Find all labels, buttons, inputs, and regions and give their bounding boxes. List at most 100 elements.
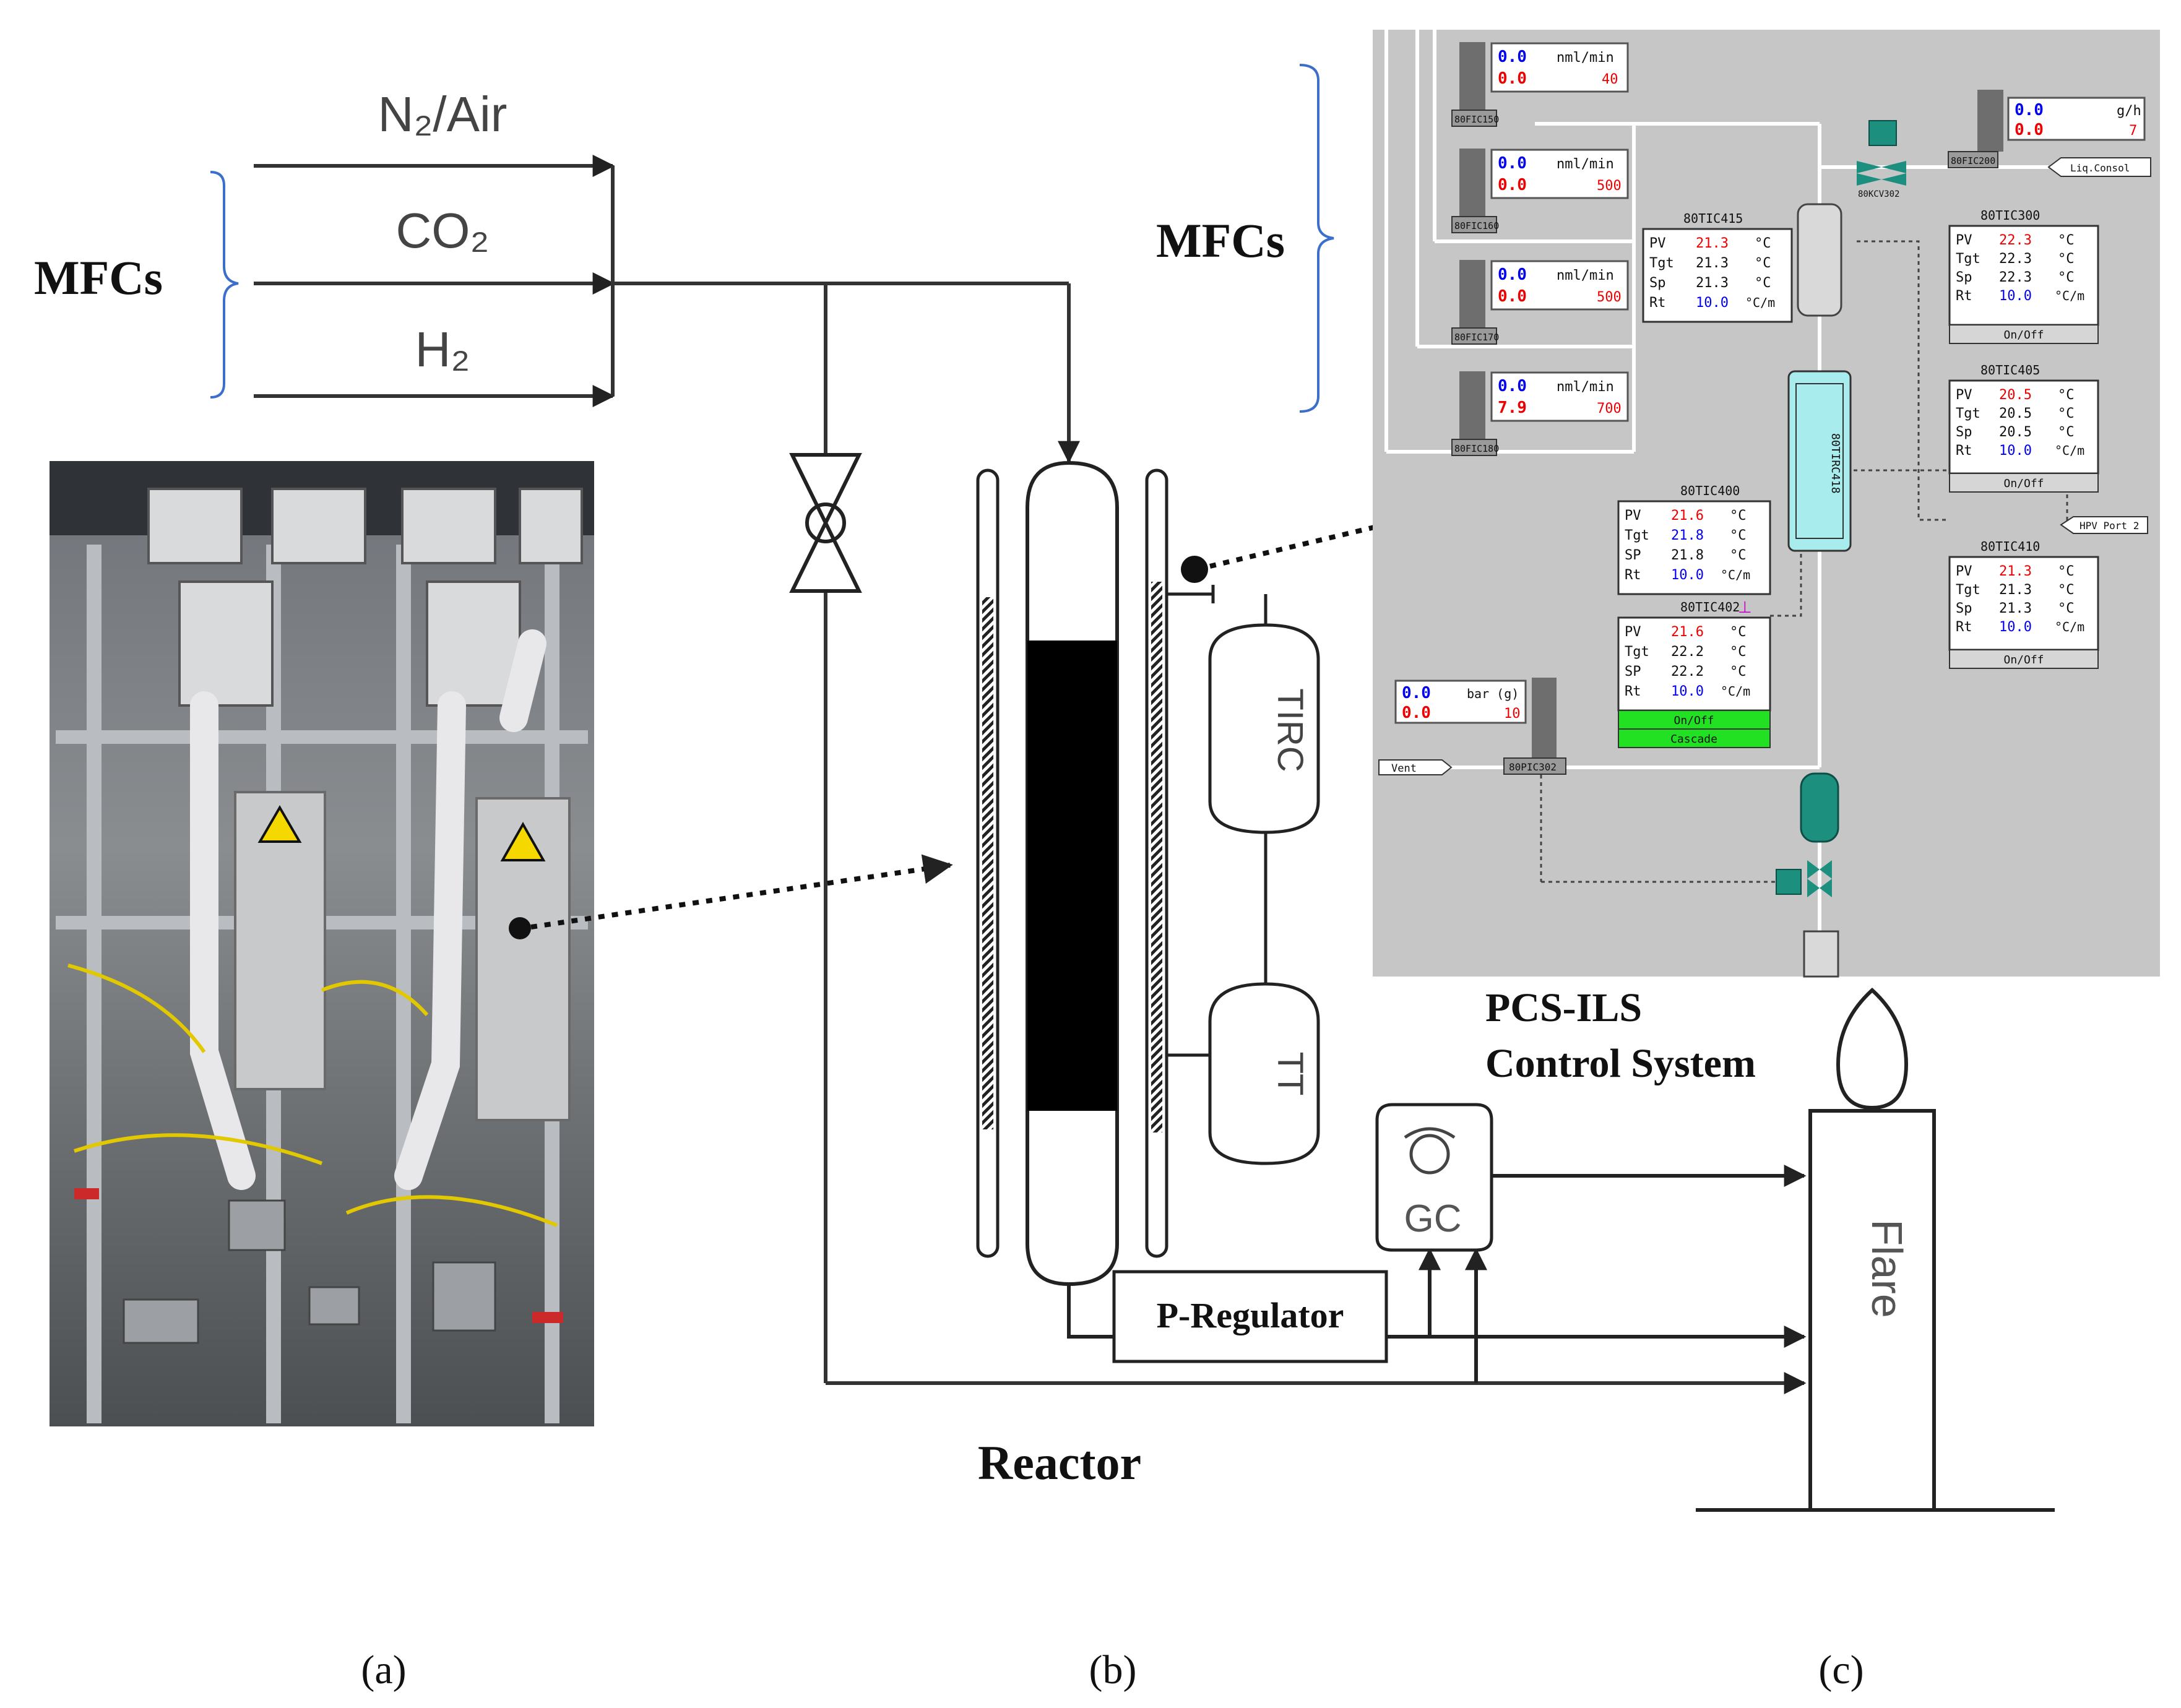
liquid-flow-controller[interactable]: 0.0 g/h 0.0 7 80FIC200 Liq.Consol [1948, 90, 2151, 177]
tic-410-rt-unit: °C/m [2055, 619, 2084, 634]
tic-300-rt-unit: °C/m [2055, 288, 2084, 303]
p-regulator-box [1112, 1270, 1388, 1363]
tic-400-name: 80TIC400 [1680, 483, 1740, 498]
tic-300-onoff-button[interactable] [1949, 324, 2099, 344]
flare-stack: Flare [1696, 987, 2055, 1512]
mfc-unit-4[interactable]: 0.0 nml/min 7.9 700 80FIC180 [1451, 371, 1629, 456]
mfc-2-range: 500 [1597, 178, 1622, 194]
valve-tag: 80KCV302 [1858, 189, 1899, 199]
mfc-3-tag: 80FIC170 [1454, 332, 1499, 343]
mfc-3-unit: nml/min [1557, 268, 1614, 283]
tic-402-marker: ⊥ [1738, 598, 1752, 616]
tic-410-sp-unit: °C [2058, 601, 2075, 616]
tic-402-cascade-button[interactable] [1618, 728, 1771, 748]
gas-feed-lines [254, 155, 1807, 1394]
gas-label-h2: H₂ [415, 322, 470, 377]
tic-410-pv-label: PV [1956, 564, 1972, 579]
mfc-1-sp: 0.0 [1498, 69, 1527, 88]
liquid-flow-pv: 0.0 [2015, 101, 2044, 119]
tic-415-name: 80TIC415 [1683, 211, 1743, 226]
preheater-vessel [1797, 203, 1842, 317]
control-system-title-2: Control System [1485, 1041, 1756, 1086]
tic-300-sp-label: Sp [1956, 270, 1972, 285]
tic-410-onoff-label: On/Off [2003, 653, 2044, 666]
vent-label: Vent [1391, 762, 1417, 775]
p-regulator-label: P-Regulator [1157, 1295, 1344, 1335]
pcs-ils-screen: 0.0 nml/min 0.0 40 80FIC150 0.0 nml/min … [1373, 30, 2160, 978]
tic-400[interactable]: 80TIC400 PV 21.6 °C Tgt 21.8 °C SP 21.8 … [1617, 483, 1771, 595]
tt-label: TT [1270, 1052, 1310, 1096]
tic-402-sp-label: SP [1625, 664, 1641, 679]
caption-a: (a) [361, 1647, 406, 1693]
pressure-range: 10 [1504, 706, 1521, 722]
mfc-1-range: 40 [1602, 72, 1618, 87]
tic-300-rt: 10.0 [1999, 288, 2032, 304]
tic-410-pv: 21.3 [1999, 564, 2032, 579]
tic-400-sp-unit: °C [1730, 548, 1747, 563]
tic-405[interactable]: 80TIC405 PV 20.5 °C Tgt 20.5 °C Sp 20.5 … [1948, 363, 2099, 493]
vent-tag [1378, 759, 1453, 775]
mfc-1-tag: 80FIC150 [1454, 114, 1499, 125]
tic-402-sp: 22.2 [1671, 664, 1704, 679]
tic-405-tgt: 20.5 [1999, 406, 2032, 421]
tic-415-tgt-label: Tgt [1649, 256, 1674, 271]
mfc-unit-1[interactable]: 0.0 nml/min 0.0 40 80FIC150 [1451, 42, 1629, 127]
gas-label-n2-air: N₂/Air [378, 87, 507, 142]
pressure-sp: 0.0 [1402, 704, 1431, 722]
hpv-port-tag [2060, 516, 2148, 534]
tic-400-sp: 21.8 [1671, 548, 1704, 563]
caption-b: (b) [1089, 1647, 1137, 1693]
tic-410-onoff-button[interactable] [1949, 649, 2099, 669]
tic-402[interactable]: 80TIC402 ⊥ PV 21.6 °C Tgt 22.2 °C SP 22.… [1617, 598, 1771, 748]
tic-405-onoff-label: On/Off [2003, 477, 2044, 490]
tic-300-pv: 22.3 [1999, 233, 2032, 248]
tic-405-rt-unit: °C/m [2055, 443, 2084, 458]
tic-402-rt-unit: °C/m [1721, 684, 1750, 699]
tic-402-onoff-button[interactable] [1618, 710, 1771, 730]
mfc-3-pv: 0.0 [1498, 265, 1527, 284]
tic-300-onoff-label: On/Off [2003, 329, 2044, 342]
tic-300-tgt: 22.3 [1999, 251, 2032, 267]
pressure-controller[interactable]: 0.0 bar (g) 0.0 10 80PIC302 [1394, 678, 1566, 775]
tic-410-tgt-unit: °C [2058, 582, 2075, 598]
tic-405-pv-unit: °C [2058, 387, 2075, 403]
tic-300-pv-unit: °C [2058, 233, 2075, 248]
separator-vessel [1800, 772, 1839, 843]
mfc-unit-3[interactable]: 0.0 nml/min 0.0 500 80FIC170 [1451, 260, 1629, 345]
mfcs-brace [210, 171, 239, 399]
tic-405-rt-label: Rt [1956, 443, 1972, 459]
control-valve[interactable]: 80KCV302 [1857, 120, 1906, 199]
mfc-2-sp: 0.0 [1498, 176, 1527, 194]
tic-410-rt: 10.0 [1999, 619, 2032, 635]
screen-reactor[interactable]: 80TIRC418 [1787, 370, 1852, 552]
control-system-title-1: PCS-ILS [1485, 985, 1642, 1030]
tic-415-rt-unit: °C/m [1745, 295, 1775, 310]
tic-405-pv: 20.5 [1999, 387, 2032, 403]
reactor-pointer-dot [1181, 556, 1208, 583]
mfc-1-pv: 0.0 [1498, 48, 1527, 66]
caption-c: (c) [1818, 1647, 1864, 1693]
tic-405-tgt-label: Tgt [1956, 406, 1980, 421]
mfc-unit-2[interactable]: 0.0 nml/min 0.0 500 80FIC160 [1451, 149, 1629, 233]
liquid-flow-range: 7 [2129, 123, 2137, 139]
liquid-flow-tag: 80FIC200 [1951, 155, 1995, 166]
tic-300-rt-label: Rt [1956, 288, 1972, 304]
bypass-valve-icon [789, 453, 862, 593]
tic-415[interactable]: 80TIC415 PV 21.3 °C Tgt 21.3 °C Sp 21.3 … [1642, 211, 1793, 323]
tic-400-tgt-unit: °C [1730, 528, 1747, 543]
tic-410[interactable]: 80TIC410 PV 21.3 °C Tgt 21.3 °C Sp 21.3 … [1948, 539, 2099, 669]
tic-400-tgt: 21.8 [1671, 528, 1704, 543]
tic-405-rt: 10.0 [1999, 443, 2032, 459]
tic-402-tgt-label: Tgt [1625, 644, 1649, 660]
tirc-sensor: TIRC [1208, 623, 1320, 834]
mfcs-label: MFCs [34, 251, 163, 304]
tic-410-pv-unit: °C [2058, 564, 2075, 579]
tic-402-sp-unit: °C [1730, 664, 1747, 679]
tic-405-onoff-button[interactable] [1949, 473, 2099, 493]
tic-300-pv-label: PV [1956, 233, 1972, 248]
tic-415-rt: 10.0 [1696, 295, 1729, 311]
tic-300[interactable]: 80TIC300 PV 22.3 °C Tgt 22.3 °C Sp 22.3 … [1948, 208, 2099, 344]
outlet-valve-icon[interactable] [1776, 860, 1832, 897]
gc-detector-icon [1409, 1134, 1450, 1175]
tic-400-pv-label: PV [1625, 508, 1641, 524]
